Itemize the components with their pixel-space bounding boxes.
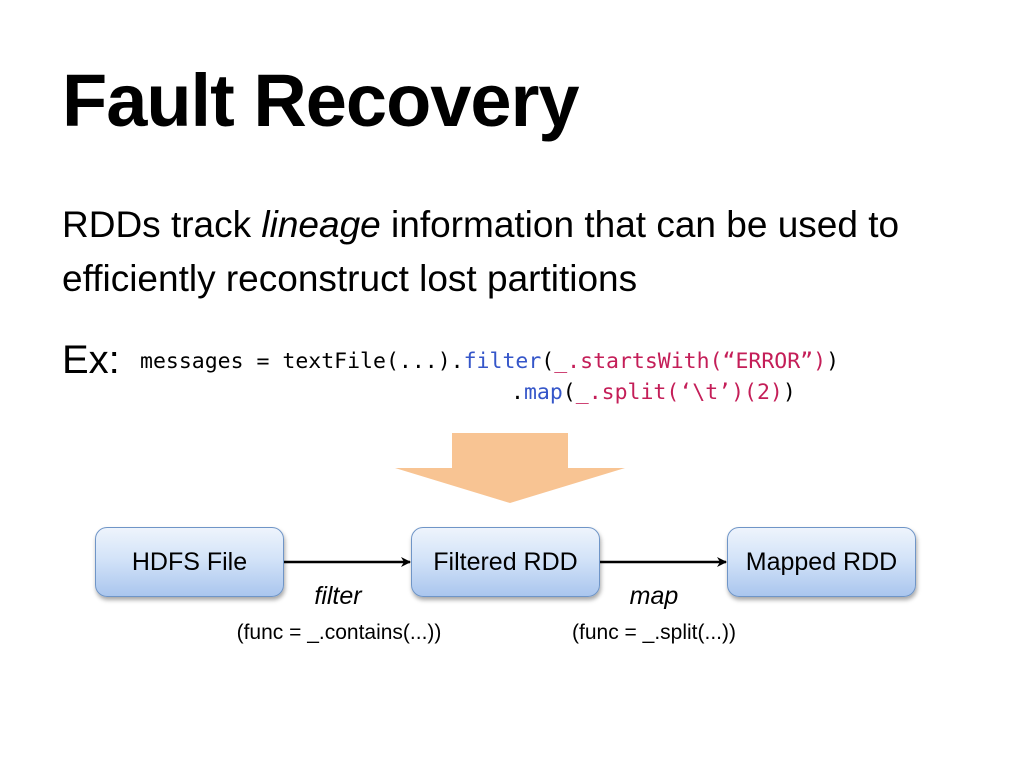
example-label: Ex: xyxy=(62,338,120,382)
description-text-start: RDDs track xyxy=(62,204,262,245)
code-filter-argument: _.startsWith(“ERROR”) xyxy=(554,349,827,374)
code-map-keyword: map xyxy=(523,380,563,405)
code-dot: . xyxy=(511,380,524,405)
code-paren-close-2: ) xyxy=(782,380,796,405)
code-line-1: messages = textFile(...).filter(_.starts… xyxy=(140,347,839,377)
node-filtered-rdd: Filtered RDD xyxy=(411,527,600,597)
slide-title: Fault Recovery xyxy=(62,59,580,142)
code-paren-open-1: ( xyxy=(541,349,555,374)
description-text-end: information that can be used to efficien… xyxy=(62,204,900,299)
edge-func-map: (func = _.split(...)) xyxy=(572,621,736,644)
edge-label-filter: filter xyxy=(314,582,362,610)
down-arrow-icon xyxy=(395,433,625,503)
lineage-description: RDDs track lineage information that can … xyxy=(62,198,992,306)
code-filter-keyword: filter xyxy=(463,349,542,374)
code-paren-close-1: ) xyxy=(826,349,840,374)
code-line-2: .map(_.split(‘\t’)(2)) xyxy=(140,378,796,408)
node-hdfs-file: HDFS File xyxy=(95,527,284,597)
edge-func-filter: (func = _.contains(...)) xyxy=(236,621,442,644)
edge-label-map: map xyxy=(629,582,679,610)
code-map-argument: _.split(‘\t’)(2) xyxy=(575,380,783,405)
node-mapped-rdd: Mapped RDD xyxy=(727,527,916,597)
lineage-emphasis: lineage xyxy=(261,204,381,245)
code-assignment: messages = textFile(...). xyxy=(140,349,464,374)
code-paren-open-2: ( xyxy=(562,380,576,405)
